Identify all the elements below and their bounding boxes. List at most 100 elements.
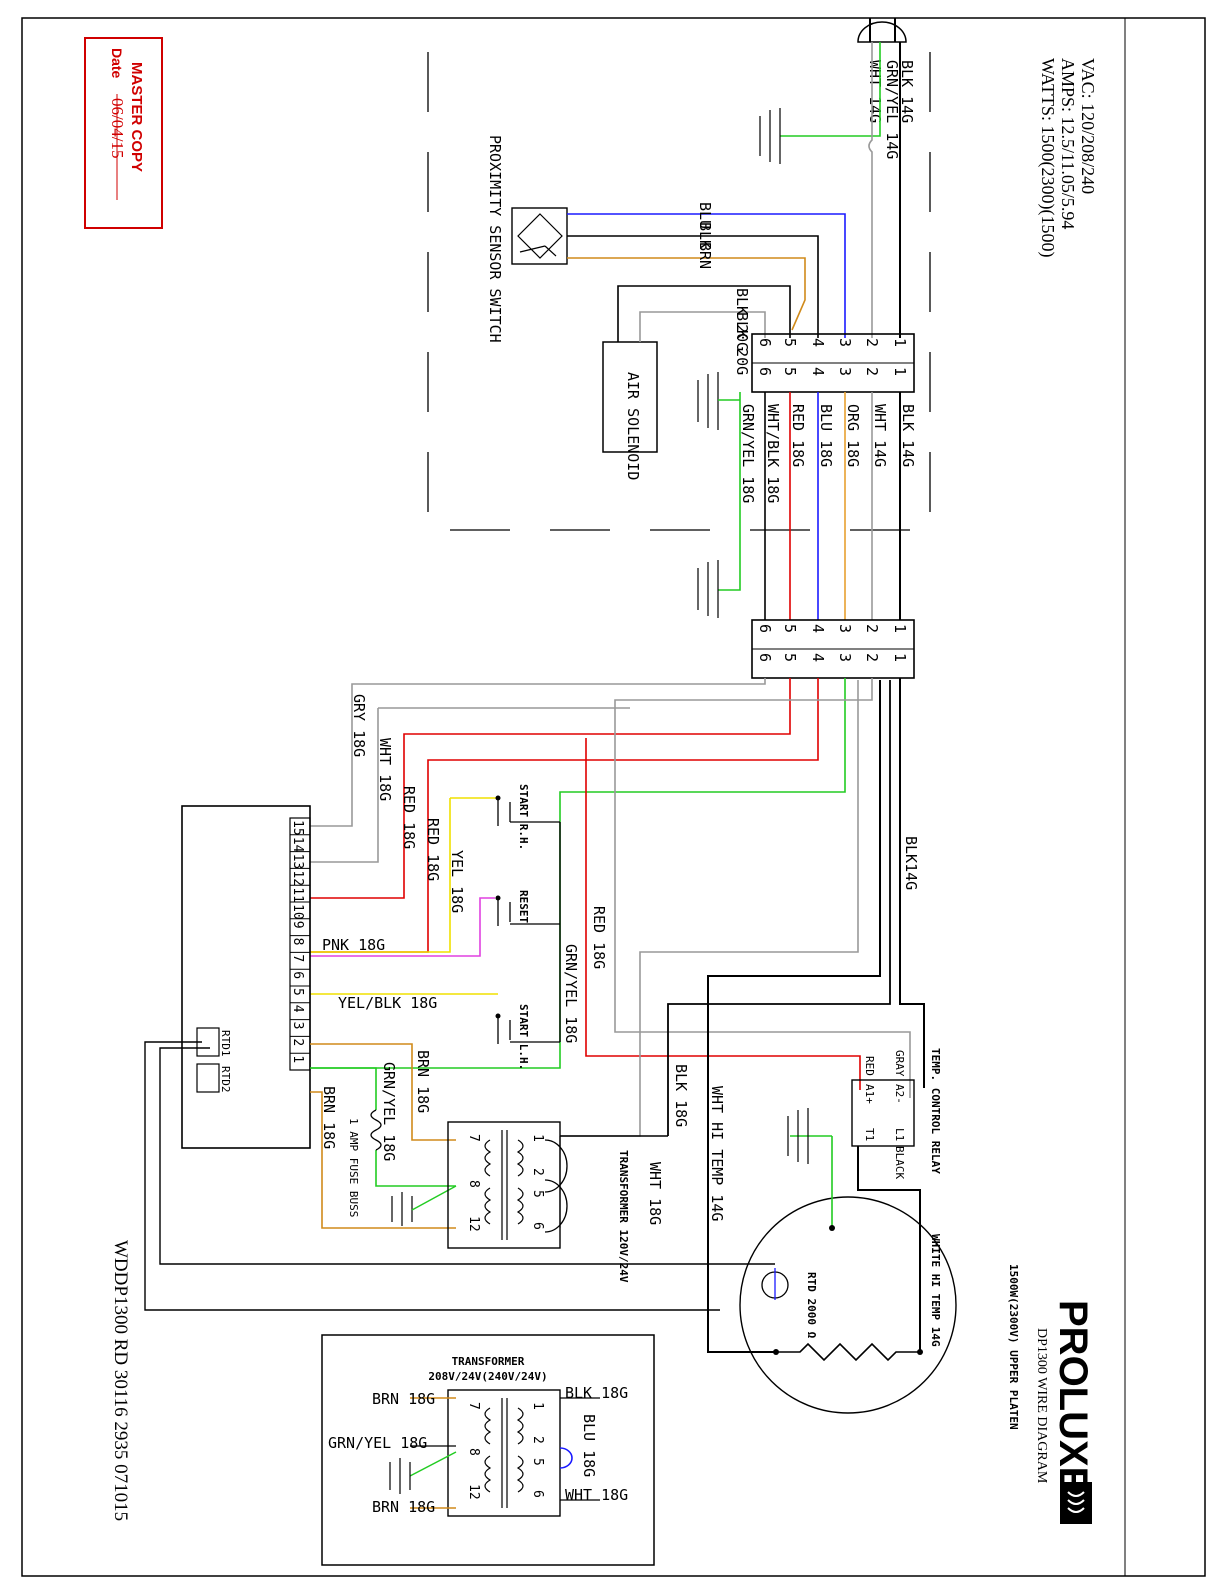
stamp-title: MASTER COPY: [128, 62, 145, 172]
start-rh-switch: [495, 795, 528, 826]
plug-icon: [857, 21, 907, 43]
brand-title: DP1300 WIRE DIAGRAM: [1034, 1328, 1049, 1484]
terminal-13: 13: [290, 854, 305, 870]
connector2-pin-3-b: 3: [836, 653, 854, 662]
master-copy-stamp: MASTER COPY Date 06/04/15: [84, 37, 163, 229]
t2-pin-8: 8: [466, 1448, 481, 1456]
connector1-pin-2-a: 2: [863, 338, 881, 347]
brand-logo: PROLUXE: [1051, 1300, 1095, 1493]
controller-wire-label-7: BRN 18G: [414, 1050, 432, 1113]
solenoid-label: AIR SOLENOID: [624, 372, 642, 480]
controller-wire-label-11: GRN/YEL 18G: [562, 944, 580, 1043]
terminal-3: 3: [290, 1022, 305, 1030]
terminal-12: 12: [290, 870, 305, 886]
relay-black: BLACK: [893, 1146, 906, 1179]
t1-pin-5: 5: [530, 1190, 545, 1198]
transformer-2-title: TRANSFORMER: [452, 1355, 525, 1368]
connector2-pin-3-a: 3: [836, 624, 854, 633]
start-lh-switch: [495, 1013, 528, 1044]
connector2-pin-4-a: 4: [809, 624, 827, 633]
t2-blk: BLK 18G: [565, 1384, 628, 1402]
platen-wire-label: WHITE HI TEMP 14G: [929, 1234, 942, 1347]
relay-l1: L1: [893, 1128, 906, 1141]
connector1-wire-label-1: WHT 14G: [871, 404, 889, 467]
connector2-pin-6-b: 6: [756, 653, 774, 662]
terminal-14: 14: [290, 837, 305, 853]
terminal-8: 8: [290, 938, 305, 946]
controller-wire-label-14: WHT 18G: [646, 1162, 664, 1225]
t2-wht: WHT 18G: [565, 1486, 628, 1504]
footer-code: WDDP1300 RD 30116 2935 071015: [110, 1240, 131, 1521]
connector1-pin-1-a: 1: [891, 338, 909, 347]
connector2-pin-5-b: 5: [781, 653, 799, 662]
connector1-wire-label-2: ORG 18G: [844, 404, 862, 467]
switch-start-rh-label: START R.H.: [517, 784, 530, 850]
fuse-label: 1 AMP FUSE BUSS: [347, 1118, 360, 1217]
t2-blu: BLU 18G: [580, 1414, 598, 1477]
relay-a1: A1+: [863, 1084, 876, 1104]
proximity-sensor: [511, 207, 568, 265]
connector1-pin-3-b: 3: [836, 367, 854, 376]
reset-switch: [495, 895, 528, 926]
connector1-pin-4-b: 4: [809, 367, 827, 376]
plug-wire-wht: WHT 14G: [866, 60, 884, 123]
terminal-1: 1: [290, 1055, 305, 1063]
connector1-wire-label-3: BLU 18G: [817, 404, 835, 467]
t2-grnyel: GRN/YEL 18G: [328, 1434, 427, 1452]
temp-control-relay: TEMP. CONTROL RELAY GRAY RED A2- A1+ L1 …: [851, 1048, 942, 1179]
switch-start-lh-label: START L.H.: [517, 1004, 530, 1070]
transformer-1-title: TRANSFORMER 120V/24V: [617, 1150, 630, 1283]
brand-wave-icon: [1067, 1491, 1085, 1513]
air-solenoid: AIR SOLENOID: [602, 341, 658, 480]
t1-pin-12: 12: [466, 1216, 481, 1232]
stamp-date-label: Date: [109, 48, 125, 79]
sensor-title: PROXIMITY SENSOR SWITCH: [486, 135, 504, 343]
t1-pin-1: 1: [530, 1134, 545, 1142]
connector1-pin-6-a: 6: [756, 338, 774, 347]
terminal-6: 6: [290, 971, 305, 979]
ground-symbol-2: [697, 372, 719, 430]
fuse-icon: [370, 1109, 382, 1151]
t2-pin-2: 2: [530, 1436, 545, 1444]
power-plug: BLK 14G GRN/YEL 14G WHT 14G: [857, 18, 916, 159]
controller-wire-label-8: GRN/YEL 18G: [380, 1062, 398, 1161]
connector1-wire-label-0: BLK 14G: [899, 404, 917, 467]
controller-wire-label-3: RED 18G: [424, 818, 442, 881]
solenoid-wire-2: BLK 20G: [733, 312, 751, 375]
controller-wire-label-9: BRN 18G: [320, 1086, 338, 1149]
connector1-pin-4-a: 4: [809, 338, 827, 347]
connector2-pin-1-b: 1: [891, 653, 909, 662]
connector1-pin-3-a: 3: [836, 338, 854, 347]
relay-a2: A2-: [893, 1084, 906, 1104]
solenoid-wire-1: BLK 20G: [733, 288, 751, 351]
plug-wire-grnyel: GRN/YEL 14G: [883, 60, 901, 159]
ground-symbol-1: [759, 108, 781, 164]
t2-pin-12: 12: [466, 1484, 481, 1500]
connector1-wire-label-5: WHT/BLK 18G: [764, 404, 782, 503]
t1-pin-8: 8: [466, 1180, 481, 1188]
ground-symbol-4: [391, 1192, 413, 1226]
rtd2-terminal: [196, 1063, 220, 1093]
transformer-2-sub: 208V/24V(240V/24V): [428, 1370, 547, 1383]
terminal-9: 9: [290, 921, 305, 929]
relay-red: RED: [863, 1056, 876, 1076]
t2-pin-1: 1: [530, 1402, 545, 1410]
connector1-wire-label-4: RED 18G: [789, 404, 807, 467]
rtd1-label: RTD1: [219, 1030, 232, 1057]
terminal-5: 5: [290, 988, 305, 996]
t2-brn-1: BRN 18G: [372, 1390, 435, 1408]
controller-wire-label-0: GRY 18G: [350, 694, 368, 757]
sensor-wire-brn: BRN: [696, 242, 714, 269]
t2-pin-5: 5: [530, 1458, 545, 1466]
ground-symbol-3: [697, 560, 719, 618]
transformer-1: 1 2 5 6 7 8 12: [447, 1121, 568, 1249]
controller-wire-label-2: RED 18G: [400, 786, 418, 849]
connector1-pin-2-b: 2: [863, 367, 881, 376]
connector2-pin-1-a: 1: [891, 624, 909, 633]
heating-element-icon: [776, 1342, 920, 1362]
ground-symbol-6: [389, 1458, 411, 1494]
t2-pin-7: 7: [466, 1402, 481, 1410]
